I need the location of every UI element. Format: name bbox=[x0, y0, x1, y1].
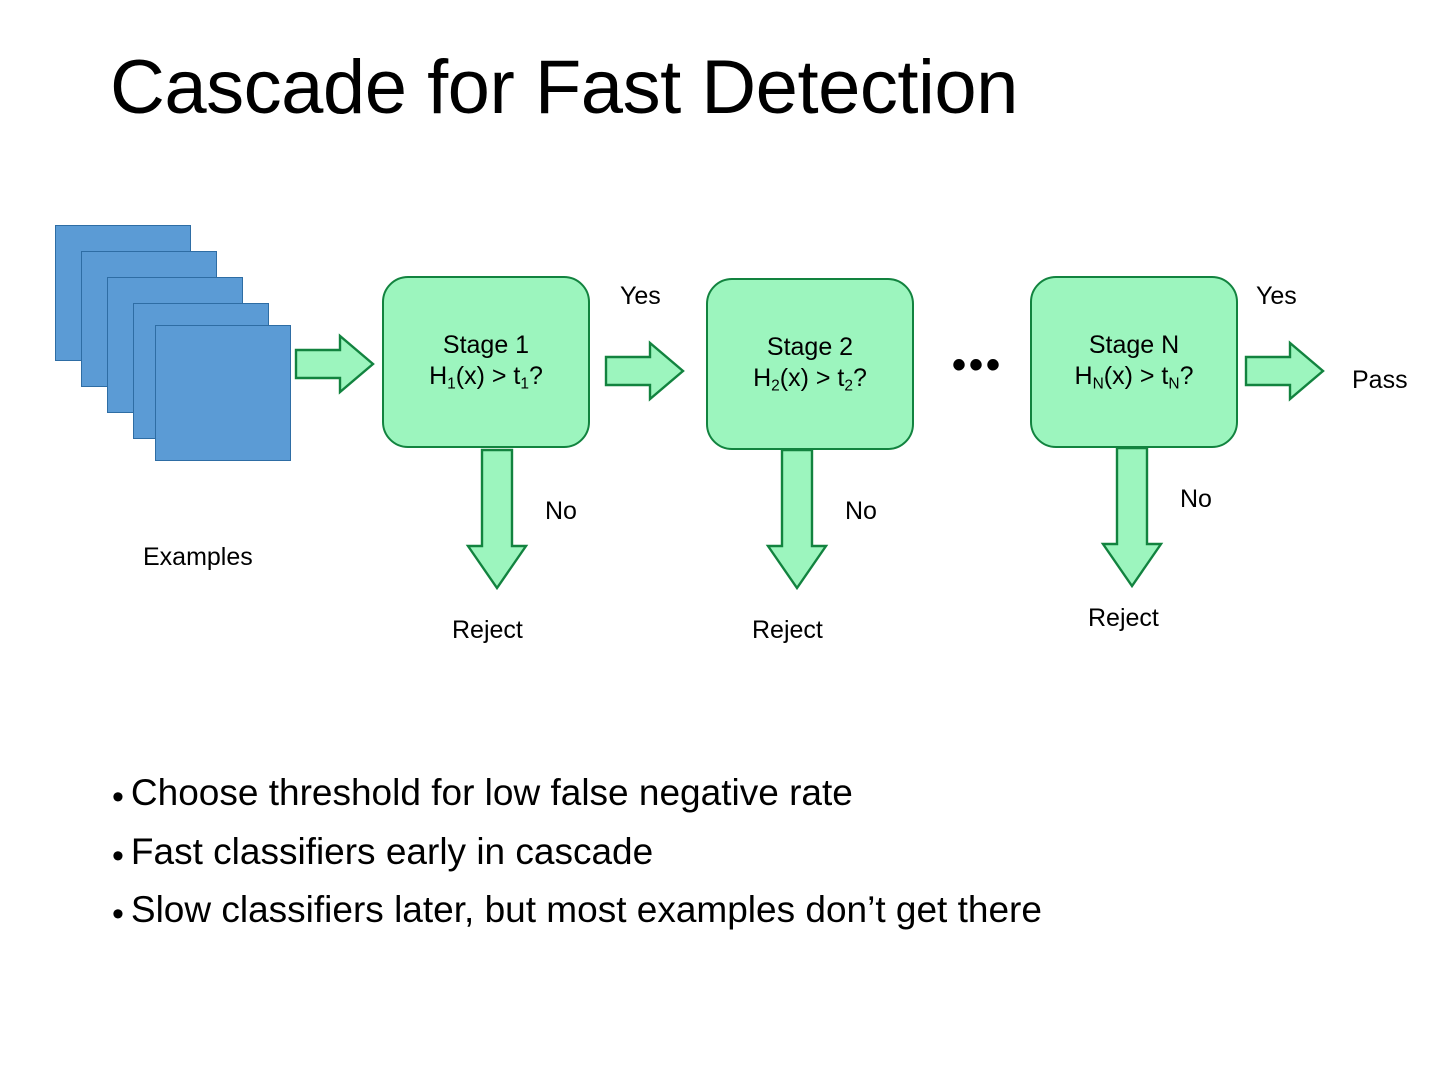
formula-sub-1: N bbox=[1092, 375, 1104, 393]
ellipsis: ••• bbox=[952, 343, 1004, 387]
edge-label-no-n: No bbox=[1180, 485, 1212, 513]
arrow-down-icon bbox=[1100, 446, 1164, 589]
formula-sub-2: N bbox=[1168, 375, 1180, 393]
formula-h: H bbox=[1074, 362, 1093, 391]
examples-label: Examples bbox=[143, 543, 253, 571]
bullet-text: Slow classifiers later, but most example… bbox=[130, 889, 1042, 931]
edge-label-no-2: No bbox=[845, 497, 877, 525]
edge-label-yes-n: Yes bbox=[1256, 282, 1297, 310]
edge-label-reject-n: Reject bbox=[1088, 604, 1159, 632]
list-item: • Slow classifiers later, but most examp… bbox=[112, 889, 1362, 932]
stage-title: Stage 2 bbox=[766, 333, 854, 362]
bullet-text: Choose threshold for low false negative … bbox=[130, 772, 853, 813]
stage-box-n[interactable]: Stage N HN(x) > tN? bbox=[1030, 276, 1238, 448]
formula-mid: (x) > t bbox=[1103, 362, 1169, 391]
arrow-down-icon bbox=[465, 448, 529, 591]
formula-end: ? bbox=[529, 362, 543, 391]
bullet-dot-icon: • bbox=[112, 778, 124, 816]
edge-label-reject-2: Reject bbox=[752, 616, 823, 644]
stage-formula: HN(x) > tN? bbox=[1075, 361, 1194, 394]
formula-sub-2: 1 bbox=[520, 375, 529, 393]
formula-h: H bbox=[753, 364, 772, 393]
edge-label-yes-1: Yes bbox=[620, 282, 661, 310]
page-title: Cascade for Fast Detection bbox=[110, 45, 1018, 130]
arrow-right-icon bbox=[604, 340, 685, 402]
arrow-right-icon bbox=[1244, 340, 1325, 402]
formula-end: ? bbox=[853, 364, 867, 393]
formula-h: H bbox=[429, 362, 448, 391]
arrow-right-icon bbox=[294, 333, 375, 395]
formula-sub-1: 2 bbox=[771, 377, 780, 395]
bullet-dot-icon: • bbox=[112, 836, 124, 875]
stage-box-2[interactable]: Stage 2 H2(x) > t2? bbox=[706, 278, 914, 450]
formula-sub-2: 2 bbox=[844, 377, 853, 395]
stage-formula: H1(x) > t1? bbox=[429, 361, 543, 394]
list-item: • Choose threshold for low false negativ… bbox=[112, 772, 1362, 815]
edge-label-no-1: No bbox=[545, 497, 577, 525]
list-item: • Fast classifiers early in cascade bbox=[112, 831, 1362, 874]
arrow-down-icon bbox=[765, 448, 829, 591]
stage-box-1[interactable]: Stage 1 H1(x) > t1? bbox=[382, 276, 590, 448]
edge-label-pass: Pass bbox=[1352, 366, 1408, 394]
stage-title: Stage N bbox=[1088, 331, 1180, 360]
stage-title: Stage 1 bbox=[442, 331, 530, 360]
formula-mid: (x) > t bbox=[779, 364, 845, 393]
formula-mid: (x) > t bbox=[455, 362, 521, 391]
formula-sub-1: 1 bbox=[447, 375, 456, 393]
examples-stack bbox=[55, 225, 305, 461]
bullet-list: • Choose threshold for low false negativ… bbox=[112, 772, 1362, 948]
edge-label-reject-1: Reject bbox=[452, 616, 523, 644]
bullet-text: Fast classifiers early in cascade bbox=[130, 830, 654, 872]
example-card bbox=[155, 325, 291, 461]
bullet-dot-icon: • bbox=[112, 895, 124, 934]
formula-end: ? bbox=[1179, 362, 1194, 391]
stage-formula: H2(x) > t2? bbox=[753, 363, 867, 396]
